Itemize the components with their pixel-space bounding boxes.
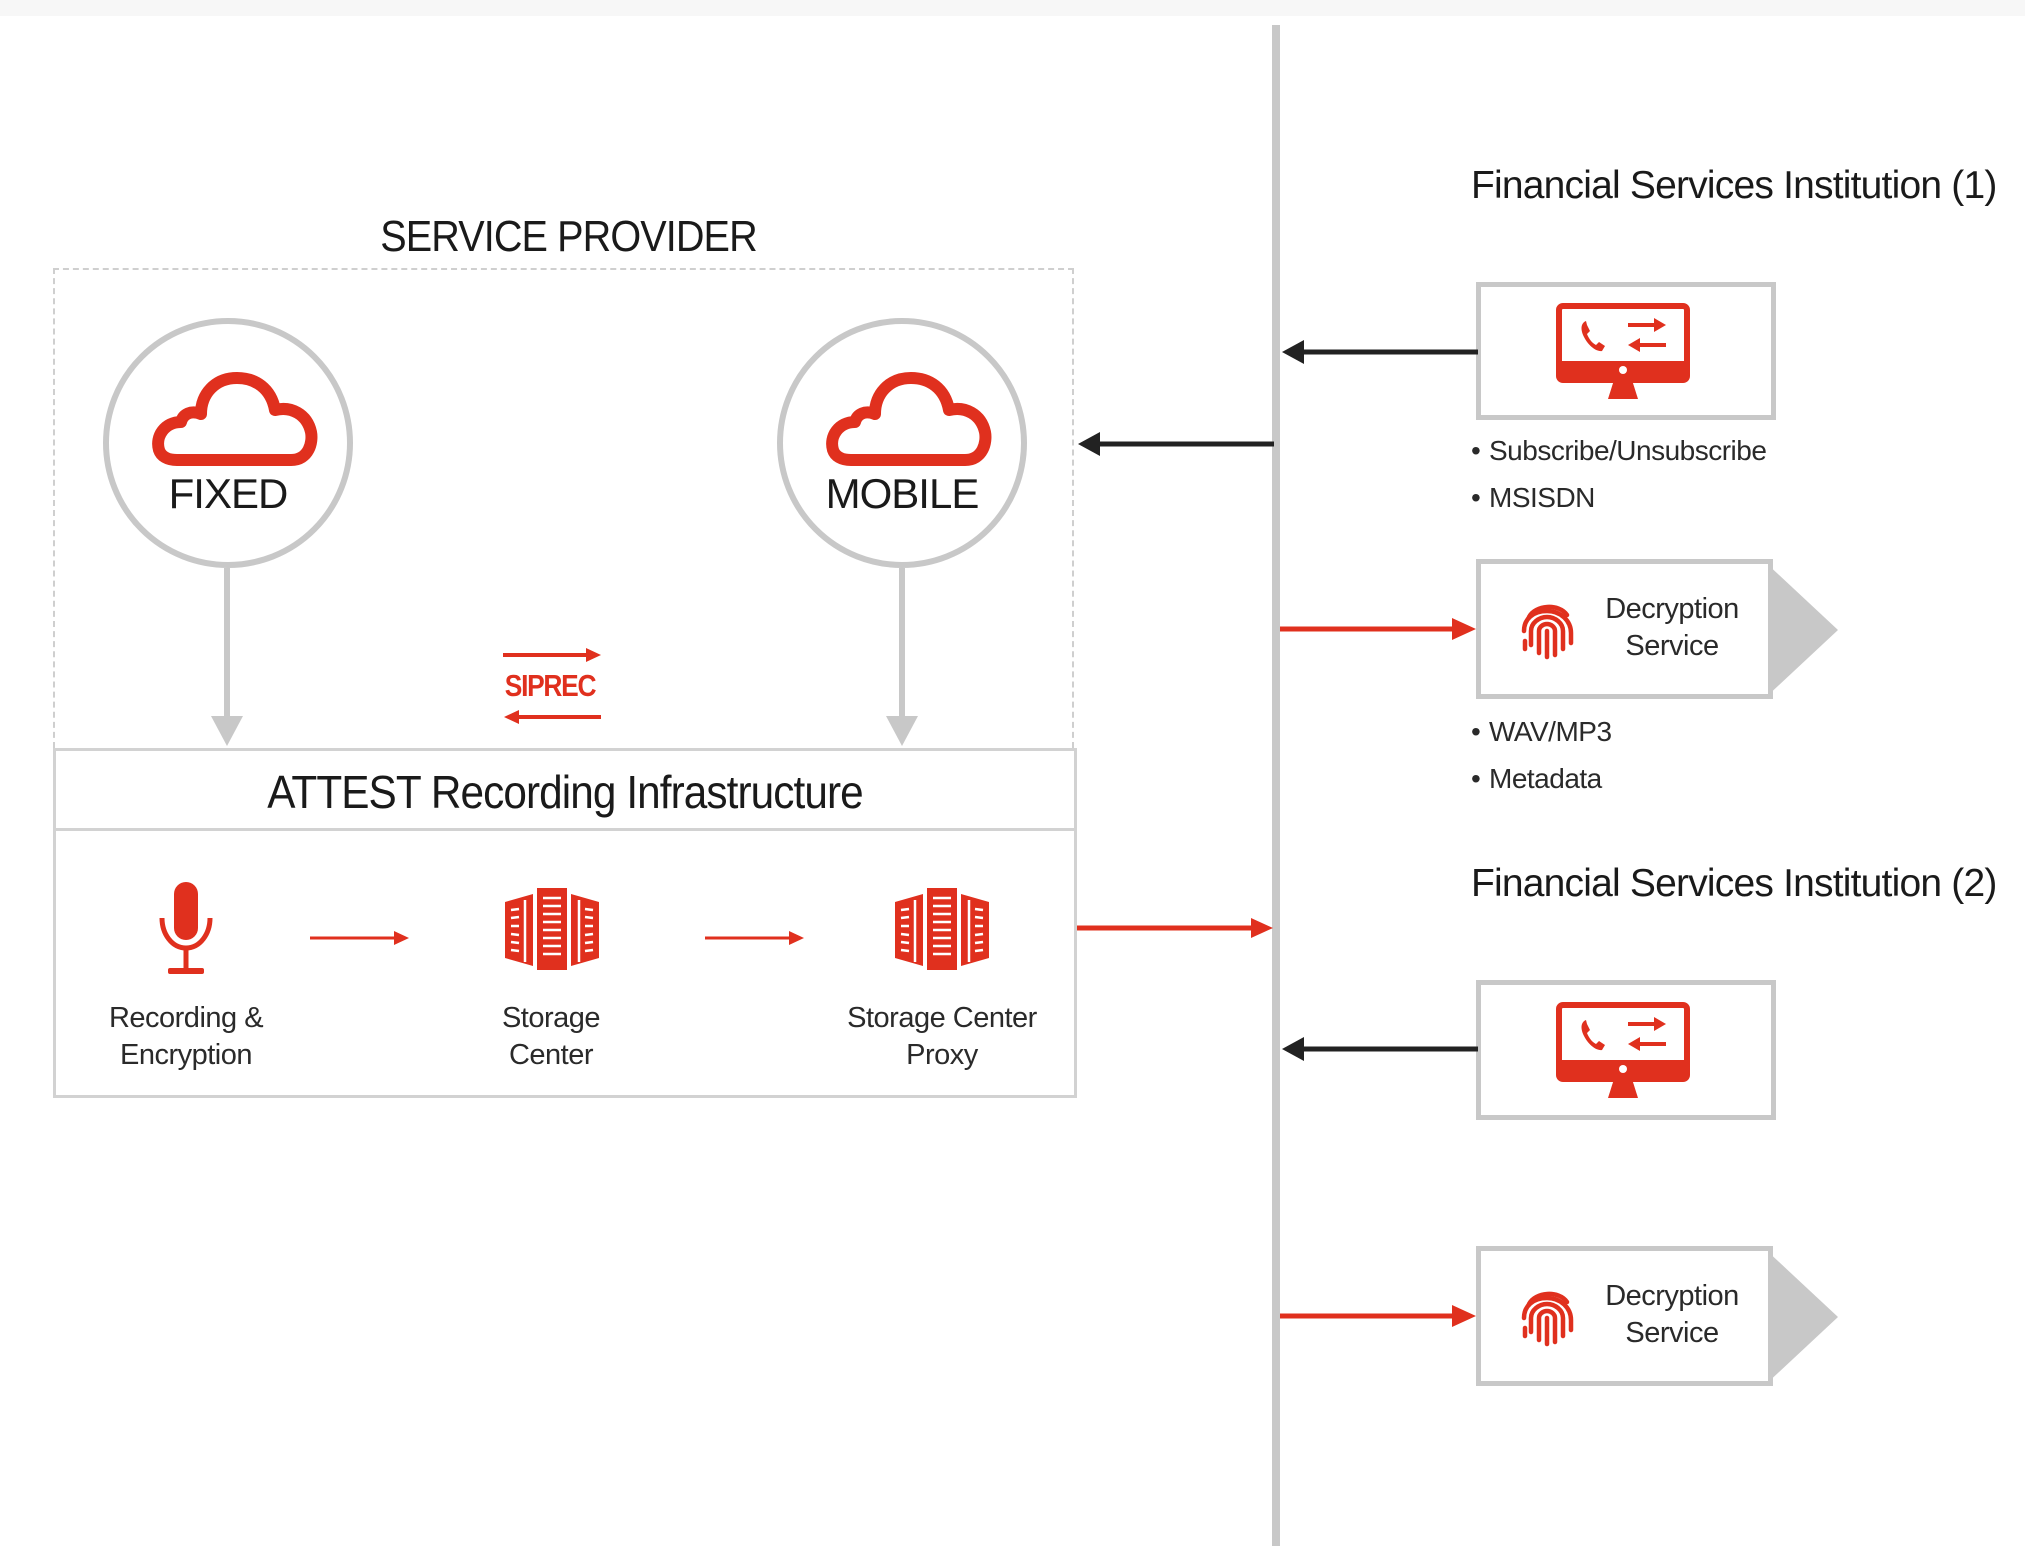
fixed-connector-arrowhead (211, 716, 243, 746)
decryption-service-1-chevron (1476, 559, 1838, 699)
server-rack-icon (895, 888, 989, 970)
mobile-network-node[interactable]: MOBILE (777, 318, 1027, 568)
server-rack-icon (505, 888, 599, 970)
decryption-service-2[interactable]: Decryption Service (1476, 1246, 1772, 1386)
label-line: Storage (501, 1002, 601, 1034)
microphone-icon (159, 882, 213, 974)
network-to-decryption-2-arrow (1280, 1305, 1476, 1327)
siprec-label: SIPREC (504, 668, 597, 703)
mobile-connector-arrowhead (886, 716, 918, 746)
label-line: Service (1625, 1317, 1719, 1349)
mobile-connector-line (899, 568, 905, 718)
bullet-item: •WAV/MP3 (1471, 716, 1612, 747)
decryption-service-1-label: Decryption Service (1592, 591, 1752, 665)
institution-2-console-box[interactable] (1476, 980, 1776, 1120)
flow-arrow-icon (705, 931, 804, 945)
console-2-to-network-arrow (1282, 1037, 1478, 1061)
monitor-call-transfer-icon (1556, 1002, 1690, 1098)
fingerprint-icon (1521, 1291, 1574, 1347)
network-to-decryption-1-arrow (1280, 618, 1476, 640)
bullet-text: MSISDN (1489, 482, 1595, 513)
service-provider-boundary (53, 268, 1074, 748)
label-line: Center (508, 1039, 594, 1071)
proxy-to-network-arrow (1077, 918, 1273, 938)
infrastructure-title: ATTEST Recording Infrastructure (267, 766, 863, 818)
label-line: Storage Center (847, 1002, 1037, 1034)
label-line: Decryption (1605, 593, 1739, 625)
institution-1-console-bullets: •Subscribe/Unsubscribe •MSISDN (1471, 427, 1767, 521)
flow-arrow-icon (310, 931, 409, 945)
decryption-service-1[interactable]: Decryption Service (1476, 559, 1772, 699)
network-divider-line (1272, 25, 1280, 1546)
bullet-text: WAV/MP3 (1489, 716, 1612, 747)
institution-2-title: Financial Services Institution (2) (1471, 862, 1997, 905)
mobile-node-label: MOBILE (825, 470, 980, 517)
fixed-network-node[interactable]: FIXED (103, 318, 353, 568)
top-band (0, 0, 2025, 16)
bullet-item: •MSISDN (1471, 482, 1595, 513)
monitor-call-transfer-icon (1556, 303, 1690, 399)
fixed-connector-line (224, 568, 230, 718)
decryption-1-bullets: •WAV/MP3 •Metadata (1471, 708, 1612, 802)
storage-center-label: Storage Center (421, 1000, 681, 1074)
label-line: Recording & (108, 1002, 264, 1034)
infrastructure-header: ATTEST Recording Infrastructure (56, 751, 1074, 831)
cloud-icon (826, 372, 992, 466)
network-to-mobile-arrow (1078, 432, 1274, 456)
decryption-service-2-chevron (1476, 1246, 1838, 1386)
bullet-text: Metadata (1489, 763, 1602, 794)
service-provider-title: SERVICE PROVIDER (380, 212, 757, 261)
label-line: Proxy (906, 1039, 978, 1071)
decryption-service-2-label: Decryption Service (1592, 1278, 1752, 1352)
label-line: Encryption (119, 1039, 253, 1071)
storage-center-proxy-label: Storage Center Proxy (812, 1000, 1072, 1074)
institution-1-console-box[interactable] (1476, 282, 1776, 420)
fixed-node-label: FIXED (168, 470, 289, 517)
bullet-text: Subscribe/Unsubscribe (1489, 435, 1767, 466)
label-line: Service (1625, 630, 1719, 662)
institution-1-title: Financial Services Institution (1) (1471, 164, 1997, 207)
cloud-icon (152, 372, 318, 466)
bullet-item: •Subscribe/Unsubscribe (1471, 435, 1767, 466)
recording-encryption-label: Recording & Encryption (56, 1000, 316, 1074)
fingerprint-icon (1521, 604, 1574, 660)
console-1-to-network-arrow (1282, 340, 1478, 364)
siprec-bidirectional-arrows-icon (503, 648, 601, 724)
bullet-item: •Metadata (1471, 763, 1602, 794)
label-line: Decryption (1605, 1280, 1739, 1312)
